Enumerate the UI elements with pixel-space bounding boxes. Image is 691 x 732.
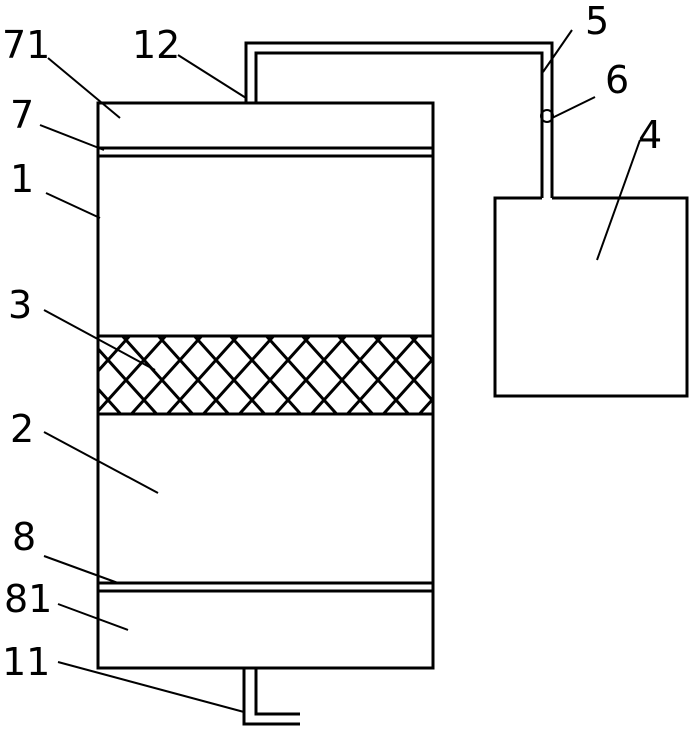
valve-6 <box>540 109 554 123</box>
label-6: 6 <box>605 58 629 102</box>
label-7: 7 <box>10 93 34 137</box>
leader-lines <box>39 29 641 713</box>
label-71: 71 <box>2 23 50 67</box>
label-2: 2 <box>10 407 34 451</box>
connecting-pipe-5 <box>244 41 554 198</box>
tank-4 <box>493 196 689 398</box>
outlet-pipe-11 <box>242 668 300 726</box>
bottom-plate-8 <box>98 581 433 593</box>
label-81: 81 <box>4 577 52 621</box>
label-11: 11 <box>2 640 50 684</box>
label-1: 1 <box>10 157 34 201</box>
label-5: 5 <box>585 0 609 43</box>
label-3: 3 <box>8 283 32 327</box>
top-plate-7 <box>98 146 433 158</box>
label-4: 4 <box>638 113 662 157</box>
label-8: 8 <box>12 515 36 559</box>
mesh-layer-3 <box>98 334 433 416</box>
label-12: 12 <box>132 23 180 67</box>
